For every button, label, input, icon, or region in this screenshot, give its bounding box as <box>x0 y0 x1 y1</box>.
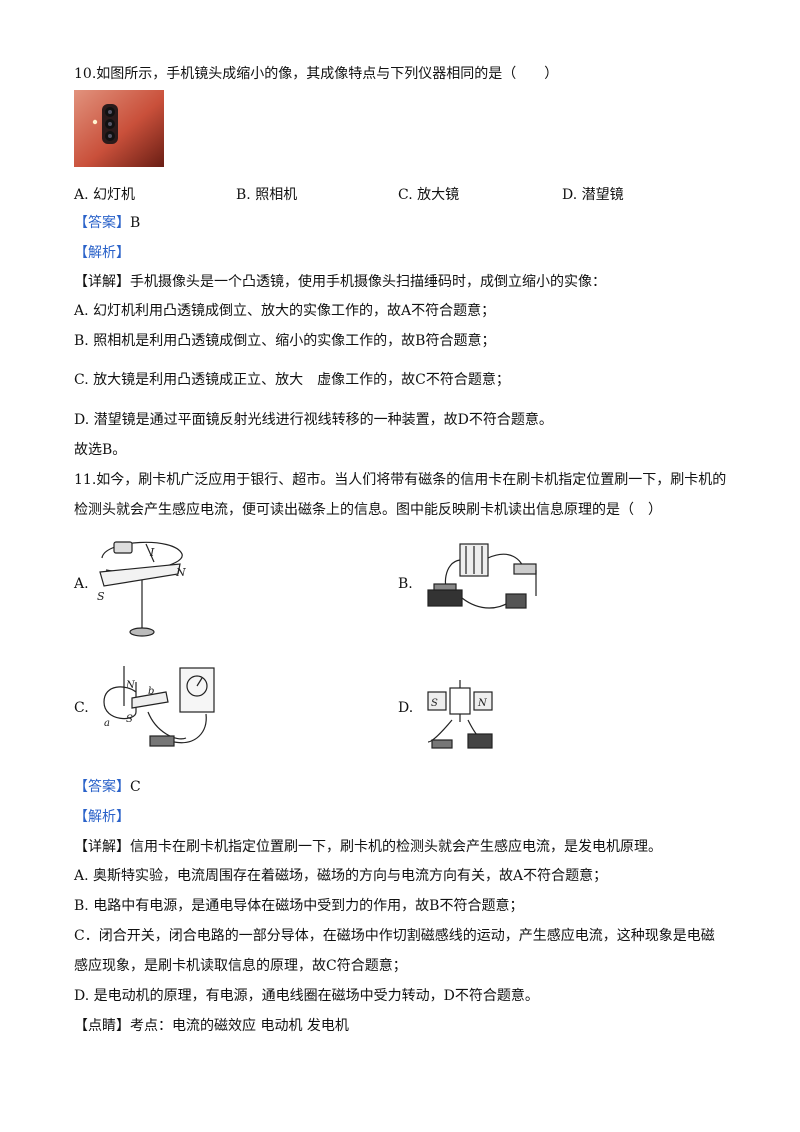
q10-detail: 【详解】手机摄像头是一个凸透镜，使用手机摄像头扫描缍码时，成倒立缩小的实像： <box>74 272 606 292</box>
figure-c-electromagnetic-induction: N b a S <box>96 662 230 758</box>
q11-answer: 【答案】C <box>74 777 141 797</box>
figure-a-label-s: S <box>97 590 105 603</box>
q11-detail-line-b: B. 电路中有电源，是通电导体在磁场中受到力的作用，故B不符合题意； <box>74 898 524 914</box>
q11-detail-line-c1: C．闭合开关，闭合电路的一部分导体，在磁场中作切割磁感线的运动，产生感应电流，这… <box>74 928 715 944</box>
q11-option-b-label: B. <box>398 576 413 592</box>
q10-detail-line-a: A. 幻灯机利用凸透镜成倒立、放大的实像工作的，故A不符合题意； <box>74 303 496 319</box>
q11-option-d-label: D. <box>398 700 414 716</box>
figure-c-label-a: a <box>104 718 110 729</box>
figure-a-label-i: I <box>149 546 155 559</box>
q11-stem-line-1: 11.如今，刷卡机广泛应用于银行、超市。当人们将带有磁条的信用卡在刷卡机指定位置… <box>74 472 727 488</box>
analysis-tag: 【解析】 <box>74 809 130 825</box>
analysis-tag: 【解析】 <box>74 245 130 261</box>
figure-d-label-n: N <box>477 698 488 709</box>
q11-detail-line-d: D. 是电动机的原理，有电源，通电线圈在磁场中受力转动，D不符合题意。 <box>74 988 539 1004</box>
q11-option-a-label: A. <box>74 576 89 592</box>
figure-d-electric-motor: S N <box>422 672 498 754</box>
figure-d-label-s: S <box>431 698 438 709</box>
q10-answer: 【答案】B <box>74 213 140 233</box>
figure-c-label-s: S <box>126 714 133 725</box>
q11-detail-line-a: A. 奥斯特实验，电流周围存在着磁场，磁场的方向与电流方向有关，故A不符合题意； <box>74 868 608 884</box>
q10-analysis-tag: 【解析】 <box>74 243 130 263</box>
q10-option-c: C. 放大镜 <box>398 187 460 203</box>
q10-stem: 10.如图所示，手机镜头成缩小的像，其成像特点与下列仪器相同的是（ ） <box>74 66 559 82</box>
figure-a-oersted-experiment: S N I <box>94 532 194 647</box>
q10-conclusion: 故选B。 <box>74 442 127 458</box>
phone-camera-photo <box>74 90 164 167</box>
detail-tag: 【详解】 <box>74 839 130 855</box>
point-tag: 【点睛】 <box>74 1018 130 1034</box>
q10-detail-line-c: C. 放大镜是利用凸透镜成正立、放大 虚像工作的，故C不符合题意； <box>74 372 510 388</box>
q10-detail-line-b: B. 照相机是利用凸透镜成倒立、缩小的实像工作的，故B符合题意； <box>74 333 496 349</box>
figure-c-label-b: b <box>148 686 154 697</box>
detail-tag: 【详解】 <box>74 274 130 290</box>
q10-option-a: A. 幻灯机 <box>74 187 136 203</box>
detail-text: 信用卡在刷卡机指定位置刷一下，刷卡机的检测头就会产生感应电流，是发电机原理。 <box>130 839 662 855</box>
detail-text: 手机摄像头是一个凸透镜，使用手机摄像头扫描缍码时，成倒立缩小的实像： <box>130 274 606 290</box>
q11-analysis-tag: 【解析】 <box>74 807 130 827</box>
q10-option-b: B. 照相机 <box>236 187 298 203</box>
figure-b-conductor-in-field <box>420 540 545 620</box>
q10-detail-line-d: D. 潜望镜是通过平面镜反射光线进行视线转移的一种装置，故D不符合题意。 <box>74 412 553 428</box>
q11-stem-line-2: 检测头就会产生感应电流，便可读出磁条上的信息。图中能反映刷卡机读出信息原理的是（… <box>74 502 662 518</box>
answer-value: C <box>130 779 141 795</box>
answer-value: B <box>130 215 141 231</box>
q11-detail-line-c2: 感应现象，是刷卡机读取信息的原理，故C符合题意； <box>74 958 407 974</box>
figure-c-label-n: N <box>125 680 136 691</box>
answer-tag: 【答案】 <box>74 779 130 795</box>
figure-a-label-n: N <box>175 566 186 579</box>
q11-option-c-label: C. <box>74 700 89 716</box>
answer-tag: 【答案】 <box>74 215 130 231</box>
q11-detail: 【详解】信用卡在刷卡机指定位置刷一下，刷卡机的检测头就会产生感应电流，是发电机原… <box>74 837 662 857</box>
point-text: 考点：电流的磁效应 电动机 发电机 <box>130 1018 349 1034</box>
q10-option-d: D. 潜望镜 <box>562 187 624 203</box>
q11-point: 【点睛】考点：电流的磁效应 电动机 发电机 <box>74 1016 349 1036</box>
